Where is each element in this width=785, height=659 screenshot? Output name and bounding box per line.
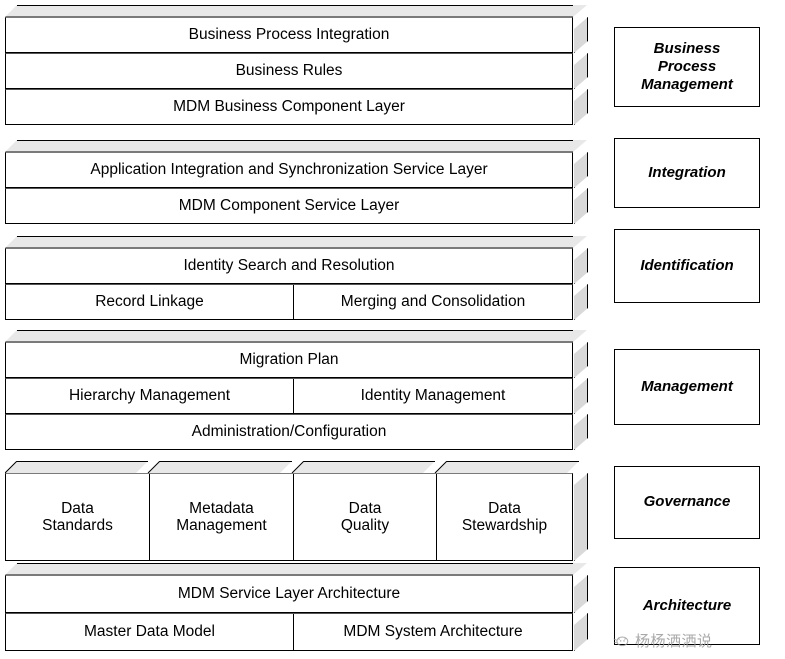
band-right-face xyxy=(574,342,588,378)
layer-band[interactable]: Identity Search and Resolution xyxy=(5,248,573,284)
layer-cell[interactable]: Data Stewardship xyxy=(436,474,572,560)
layer-cell[interactable]: Application Integration and Synchronizat… xyxy=(6,153,572,187)
group-bands: Migration Plan Hierarchy Management Iden… xyxy=(5,342,588,450)
layer-cell[interactable]: Identity Management xyxy=(293,379,572,413)
category-box-architecture[interactable]: Architecture xyxy=(614,567,760,645)
category-box-integration[interactable]: Integration xyxy=(614,138,760,208)
layer-band[interactable]: Business Rules xyxy=(5,53,573,89)
category-box-identification[interactable]: Identification xyxy=(614,229,760,303)
layer-band[interactable]: Hierarchy Management Identity Management xyxy=(5,378,573,414)
layer-group-integration: Application Integration and Synchronizat… xyxy=(5,140,588,224)
layer-cell[interactable]: Data Quality xyxy=(293,474,436,560)
layer-group-architecture: MDM Service Layer Architecture Master Da… xyxy=(5,563,588,651)
category-box-governance[interactable]: Governance xyxy=(614,466,760,539)
group-top-face xyxy=(5,563,587,575)
band-right-face xyxy=(574,284,588,320)
category-box-management[interactable]: Management xyxy=(614,349,760,425)
band-right-face xyxy=(574,89,588,125)
layer-band[interactable]: MDM Business Component Layer xyxy=(5,89,573,125)
layer-group-identification: Identity Search and Resolution Record Li… xyxy=(5,236,588,320)
layer-cell[interactable]: MDM Business Component Layer xyxy=(6,90,572,124)
layer-cell[interactable]: Record Linkage xyxy=(6,285,293,319)
layer-band[interactable]: Data Standards Metadata Management Data … xyxy=(5,473,573,561)
layer-cell[interactable]: Administration/Configuration xyxy=(6,415,572,449)
layer-cell[interactable]: Merging and Consolidation xyxy=(293,285,572,319)
layer-cell[interactable]: MDM Component Service Layer xyxy=(6,189,572,223)
band-right-face xyxy=(574,53,588,89)
band-right-face xyxy=(574,473,588,561)
band-right-face xyxy=(574,248,588,284)
layer-cell[interactable]: Migration Plan xyxy=(6,343,572,377)
layer-cell[interactable]: Data Standards xyxy=(6,474,149,560)
layer-cell[interactable]: Hierarchy Management xyxy=(6,379,293,413)
group-top-face xyxy=(5,236,587,248)
band-right-face xyxy=(574,17,588,53)
group-top-face xyxy=(5,140,587,152)
band-right-face xyxy=(574,378,588,414)
band-right-face xyxy=(574,414,588,450)
layer-band[interactable]: Record Linkage Merging and Consolidation xyxy=(5,284,573,320)
group-bands: Data Standards Metadata Management Data … xyxy=(5,473,588,561)
band-right-face xyxy=(574,613,588,651)
layer-band[interactable]: MDM Component Service Layer xyxy=(5,188,573,224)
layer-group-governance: Data Standards Metadata Management Data … xyxy=(5,461,588,561)
governance-top-faces xyxy=(5,461,579,474)
band-right-face xyxy=(574,152,588,188)
layer-band[interactable]: Business Process Integration xyxy=(5,17,573,53)
layer-band[interactable]: Administration/Configuration xyxy=(5,414,573,450)
layer-cell[interactable]: MDM System Architecture xyxy=(293,614,572,650)
group-top-face xyxy=(5,5,587,17)
layer-band[interactable]: Master Data Model MDM System Architectur… xyxy=(5,613,573,651)
layer-cell[interactable]: Metadata Management xyxy=(149,474,293,560)
layer-group-business-process-management: Business Process Integration Business Ru… xyxy=(5,5,588,125)
group-bands: Identity Search and Resolution Record Li… xyxy=(5,248,588,320)
layer-cell[interactable]: Business Rules xyxy=(6,54,572,88)
category-box-business-process-management[interactable]: Business Process Management xyxy=(614,27,760,107)
group-top-face xyxy=(5,330,587,342)
group-bands: Application Integration and Synchronizat… xyxy=(5,152,588,224)
layer-cell[interactable]: Master Data Model xyxy=(6,614,293,650)
group-bands: MDM Service Layer Architecture Master Da… xyxy=(5,575,588,651)
layer-cell[interactable]: Identity Search and Resolution xyxy=(6,249,572,283)
band-right-face xyxy=(574,575,588,613)
layer-band[interactable]: Migration Plan xyxy=(5,342,573,378)
layer-group-management: Migration Plan Hierarchy Management Iden… xyxy=(5,330,588,450)
layer-cell[interactable]: Business Process Integration xyxy=(6,18,572,52)
layer-cell[interactable]: MDM Service Layer Architecture xyxy=(6,576,572,612)
layer-band[interactable]: Application Integration and Synchronizat… xyxy=(5,152,573,188)
band-right-face xyxy=(574,188,588,224)
group-bands: Business Process Integration Business Ru… xyxy=(5,17,588,125)
layer-band[interactable]: MDM Service Layer Architecture xyxy=(5,575,573,613)
